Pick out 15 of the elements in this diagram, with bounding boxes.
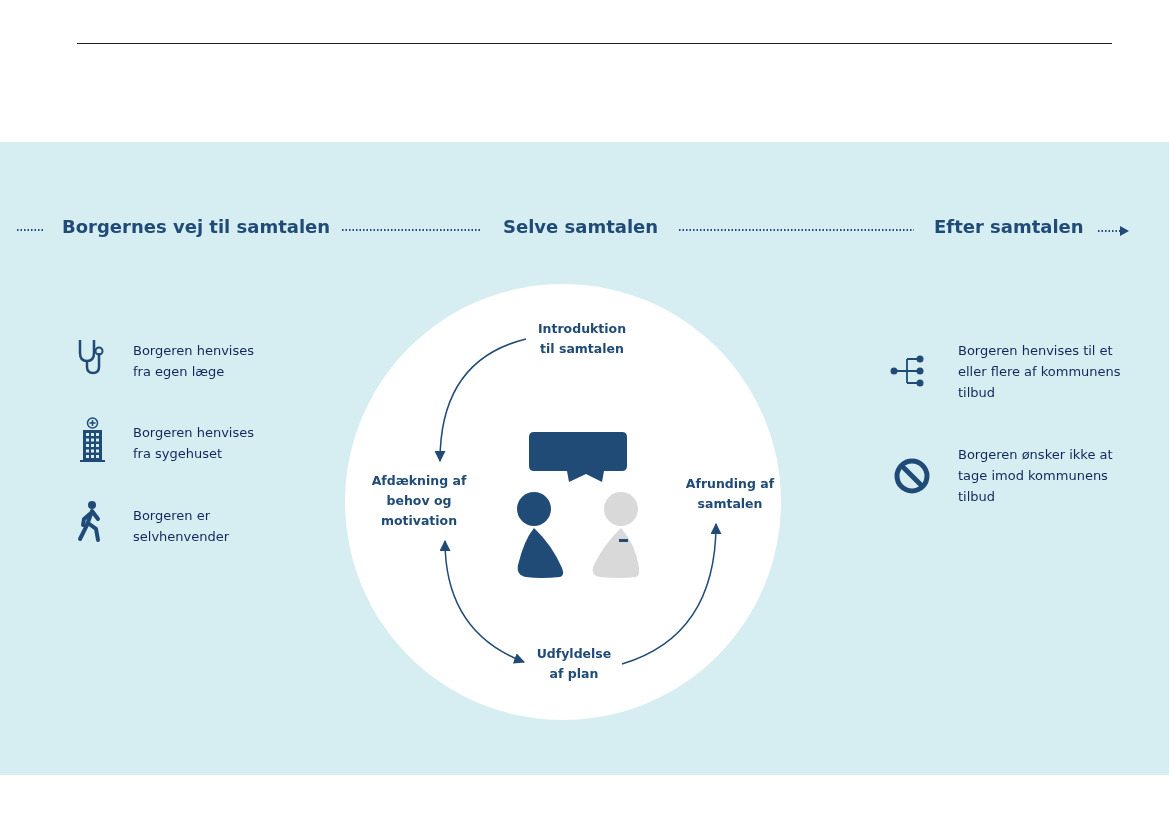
- phase-heading: Efter samtalen: [934, 216, 1084, 237]
- step-text: Borgeren henvises fra egen læge: [133, 342, 255, 381]
- step-text: Borgeren er selvhenvender: [133, 507, 231, 546]
- step-label: Udfyldelse af plan: [528, 644, 620, 684]
- arrow: [439, 539, 525, 664]
- arrow: [621, 522, 722, 665]
- phase-heading: Borgernes vej til samtalen: [62, 216, 331, 237]
- step-text: Borgeren ønsker ikke at tage imod kommunens tilbud: [958, 446, 1114, 506]
- step-label: Afdækning af behov og motivation: [358, 471, 480, 531]
- step-label: Introduktion til samtalen: [530, 319, 634, 359]
- step-text: Borgeren henvises fra sygehuset: [133, 424, 255, 463]
- step-text: Borgeren henvises til et eller flere af kommunens tilbud: [958, 342, 1122, 402]
- phase-heading: Selve samtalen: [503, 216, 659, 237]
- step-label: Afrunding af samtalen: [680, 474, 780, 514]
- arrow: [434, 338, 527, 463]
